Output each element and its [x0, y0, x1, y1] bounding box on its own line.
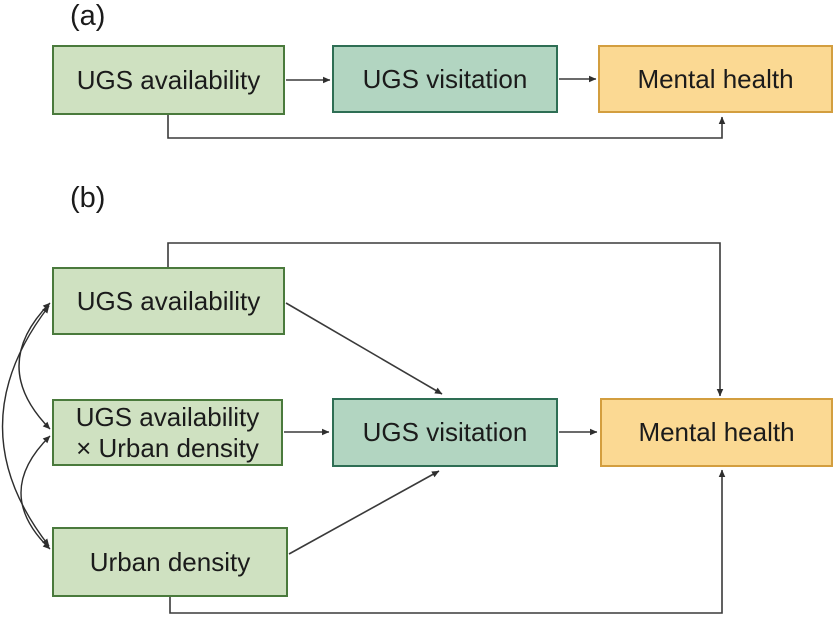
node-b-interaction: UGS availability × Urban density	[52, 399, 283, 466]
node-b-ugs-visitation: UGS visitation	[332, 398, 558, 467]
node-a-ugs-visitation-text: UGS visitation	[362, 63, 528, 94]
node-b-mental-health: Mental health	[600, 398, 833, 467]
node-b-interaction-line2: × Urban density	[76, 432, 259, 463]
node-b-urban-density: Urban density	[52, 527, 288, 597]
arrow-b-density-to-visitation	[288, 470, 440, 555]
node-b-urban-density-text: Urban density	[89, 546, 251, 577]
node-a-ugs-visitation: UGS visitation	[332, 45, 558, 113]
node-b-interaction-line1: UGS availability	[75, 401, 260, 432]
correlation-interaction-density	[20, 435, 51, 550]
node-b-ugs-availability: UGS availability	[52, 267, 285, 335]
panel-b-label: (b)	[70, 182, 106, 214]
node-a-mental-health-label: Mental health	[637, 63, 794, 94]
node-a-ugs-availability-text: UGS availability	[76, 64, 261, 95]
node-b-mental-health-text: Mental health	[638, 417, 795, 448]
arrow-b-availability-direct-to-mental	[167, 242, 724, 397]
node-a-ugs-availability: UGS availability	[52, 45, 285, 115]
panel-a-label: (a)	[70, 0, 106, 32]
node-a-mental-health: Mental health	[598, 45, 833, 113]
correlation-availability-interaction	[18, 302, 51, 430]
node-b-interaction-text: UGS availability × Urban density	[76, 402, 260, 463]
arrow-b-density-direct-to-mental	[169, 469, 726, 614]
arrow-a-availability-direct-to-mental	[167, 115, 726, 139]
node-b-ugs-availability-text: UGS availability	[76, 285, 261, 316]
correlation-availability-density	[1, 305, 50, 547]
arrow-b-availability-to-visitation	[285, 302, 443, 395]
node-b-ugs-visitation-text: UGS visitation	[362, 417, 528, 448]
